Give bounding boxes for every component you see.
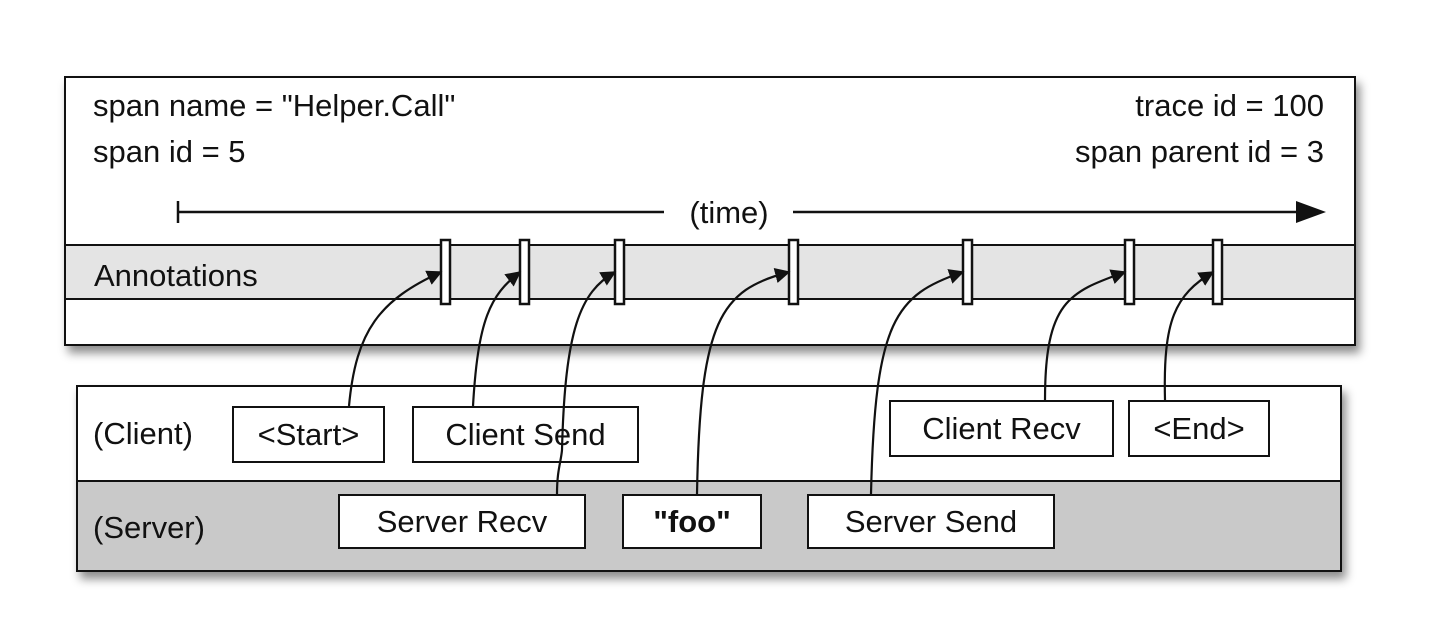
event-server-send: Server Send [807,494,1055,549]
event-server-recv: Server Recv [338,494,586,549]
connector-server-send [869,269,965,495]
annotation-marker-client-send [518,238,531,306]
annotation-marker-end [1211,238,1224,306]
client-label: (Client) [93,416,193,451]
span-name-text: span name = "Helper.Call" [93,88,456,123]
annotation-marker-server-recv [613,238,626,306]
time-axis-arrowhead [1296,201,1326,223]
annotations-row: Annotations [66,244,1354,300]
connector-arrows [347,268,1215,495]
event-foo: "foo" [622,494,762,549]
annotation-markers [439,238,1224,306]
connector-client-send [471,271,522,407]
annotation-marker-client-recv [1123,238,1136,306]
trace-id-text: trace id = 100 [1135,88,1324,123]
connector-client-recv [1043,269,1127,401]
connector-server-recv [555,271,617,495]
event-client-recv: Client Recv [889,400,1114,457]
annotations-label: Annotations [94,258,258,293]
time-axis-label: (time) [689,195,768,230]
event-start: <Start> [232,406,385,463]
span-parent-id-text: span parent id = 3 [1074,134,1324,169]
event-client-send: Client Send [412,406,639,463]
span-id-text: span id = 5 [93,134,246,169]
connector-foo [695,268,791,495]
annotation-marker-server-send [961,238,974,306]
event-end: <End> [1128,400,1270,457]
connector-start [347,270,443,407]
annotation-marker-foo [787,238,800,306]
annotation-marker-start [439,238,452,306]
server-label: (Server) [93,510,205,545]
connector-end [1163,271,1215,401]
